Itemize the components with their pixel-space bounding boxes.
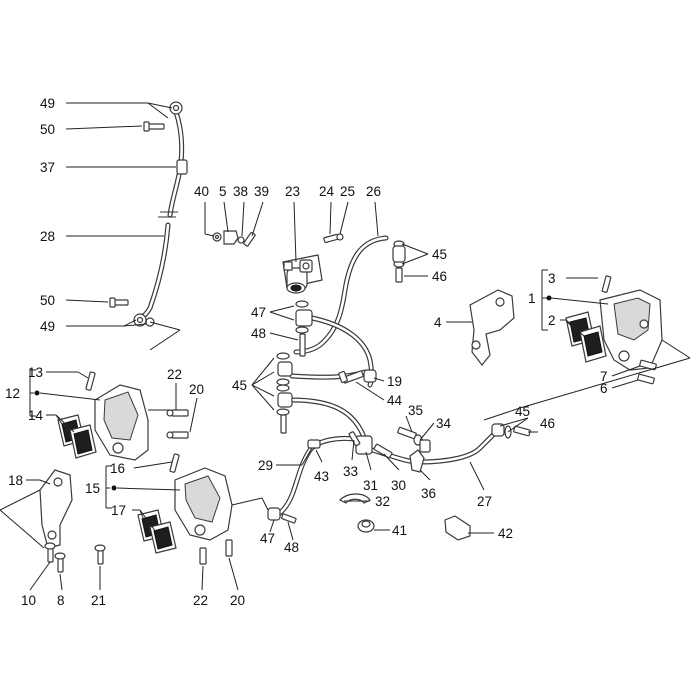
callout-45-center: 45 bbox=[232, 378, 247, 393]
callout-37: 37 bbox=[40, 160, 55, 175]
callout-42: 42 bbox=[498, 526, 513, 541]
bolts-6-7 bbox=[637, 359, 657, 385]
clamp-32 bbox=[338, 493, 371, 504]
bolt-16 bbox=[169, 453, 180, 473]
valve-block-23 bbox=[282, 254, 323, 294]
callout-23: 23 bbox=[285, 184, 300, 199]
callout-48-bottom: 48 bbox=[284, 540, 299, 555]
caliper-15-front-right bbox=[169, 453, 233, 541]
callout-46-top: 46 bbox=[432, 269, 447, 284]
callout-32: 32 bbox=[375, 494, 390, 509]
bracket-18 bbox=[39, 469, 73, 549]
callout-3: 3 bbox=[548, 271, 556, 286]
callout-14: 14 bbox=[28, 408, 44, 423]
callout-40: 40 bbox=[194, 184, 209, 199]
junction-30-31-33 bbox=[348, 431, 393, 459]
callout-15: 15 bbox=[85, 481, 100, 496]
callout-48-center: 48 bbox=[251, 326, 266, 341]
hose-clip-43 bbox=[307, 439, 321, 449]
callout-28: 28 bbox=[40, 229, 55, 244]
callout-10: 10 bbox=[21, 593, 36, 608]
leader-lines bbox=[0, 102, 691, 591]
fittings-45-46-right bbox=[491, 423, 531, 439]
callout-17: 17 bbox=[111, 503, 126, 518]
fittings-45-47-48-center bbox=[276, 300, 313, 434]
small-parts-40-39 bbox=[212, 230, 256, 247]
clip-42 bbox=[444, 515, 471, 541]
callout-45-right: 45 bbox=[515, 404, 530, 419]
callout-6: 6 bbox=[600, 381, 608, 396]
callout-33: 33 bbox=[343, 464, 358, 479]
callout-22-bottom: 22 bbox=[193, 593, 208, 608]
callout-25: 25 bbox=[340, 184, 355, 199]
nut-41 bbox=[357, 519, 375, 533]
callout-21: 21 bbox=[91, 593, 106, 608]
callout-16: 16 bbox=[110, 461, 125, 476]
callout-31: 31 bbox=[363, 478, 378, 493]
callout-1: 1 bbox=[528, 291, 536, 306]
callout-12: 12 bbox=[5, 386, 20, 401]
callout-5: 5 bbox=[219, 184, 227, 199]
bolts-8-10-21 bbox=[44, 542, 106, 573]
callout-20-bottom: 20 bbox=[230, 593, 245, 608]
callout-13: 13 bbox=[28, 365, 43, 380]
callout-44: 44 bbox=[387, 393, 403, 408]
bolt-13 bbox=[85, 371, 96, 391]
callout-7: 7 bbox=[600, 369, 608, 384]
washers-45-bolt-46-top bbox=[392, 240, 406, 283]
callout-39: 39 bbox=[254, 184, 269, 199]
callout-26: 26 bbox=[366, 184, 381, 199]
bolt-35-fitting-34 bbox=[397, 426, 431, 453]
bolt-50-top bbox=[143, 121, 165, 132]
callout-24: 24 bbox=[319, 184, 335, 199]
bolts-20-22-bottom bbox=[199, 539, 233, 565]
bolt-44-fitting-19 bbox=[338, 369, 377, 384]
callout-18: 18 bbox=[8, 473, 23, 488]
bolt-50-bottom bbox=[109, 297, 129, 308]
callout-47-center: 47 bbox=[251, 305, 266, 320]
callout-22-left: 22 bbox=[167, 367, 182, 382]
callout-4: 4 bbox=[434, 315, 442, 330]
callout-49-top: 49 bbox=[40, 96, 55, 111]
callout-50-bottom: 50 bbox=[40, 293, 55, 308]
hose-28 bbox=[133, 101, 188, 327]
callout-38: 38 bbox=[233, 184, 248, 199]
callout-30: 30 bbox=[391, 478, 406, 493]
callout-35: 35 bbox=[408, 403, 423, 418]
hose-clip-37 bbox=[176, 159, 188, 175]
callout-49-bottom: 49 bbox=[40, 319, 55, 334]
bolt-24-25 bbox=[323, 233, 344, 244]
callout-20-left: 20 bbox=[189, 382, 204, 397]
callout-50-top: 50 bbox=[40, 122, 55, 137]
caliper-1-rear-right bbox=[599, 275, 663, 371]
callout-27: 27 bbox=[477, 494, 492, 509]
callout-43: 43 bbox=[314, 469, 329, 484]
bolt-3 bbox=[601, 275, 612, 293]
callout-29: 29 bbox=[258, 458, 273, 473]
bracket-4 bbox=[469, 289, 515, 366]
hose-27 bbox=[369, 429, 499, 465]
hose-29-43 bbox=[273, 435, 363, 519]
callout-47-bottom: 47 bbox=[260, 531, 275, 546]
brake-pads-17 bbox=[137, 509, 177, 554]
parts-layer bbox=[39, 101, 663, 573]
clip-36 bbox=[409, 449, 425, 473]
callout-36: 36 bbox=[421, 486, 436, 501]
callout-labels: 49 50 37 28 50 49 40 5 38 39 23 24 25 26… bbox=[5, 96, 608, 608]
callout-2: 2 bbox=[548, 313, 556, 328]
caliper-12-front-left bbox=[85, 371, 149, 461]
brake-pads-2 bbox=[565, 311, 607, 363]
callout-46-right: 46 bbox=[540, 416, 555, 431]
callout-41: 41 bbox=[392, 523, 407, 538]
callout-34: 34 bbox=[436, 416, 452, 431]
hose-26 bbox=[293, 235, 389, 355]
fittings-47-48-bottom bbox=[267, 507, 297, 524]
callout-19: 19 bbox=[387, 374, 402, 389]
callout-45-top: 45 bbox=[432, 247, 447, 262]
bolts-20-22-left bbox=[166, 409, 189, 439]
brake-pads-14 bbox=[57, 414, 97, 459]
callout-8: 8 bbox=[57, 593, 65, 608]
